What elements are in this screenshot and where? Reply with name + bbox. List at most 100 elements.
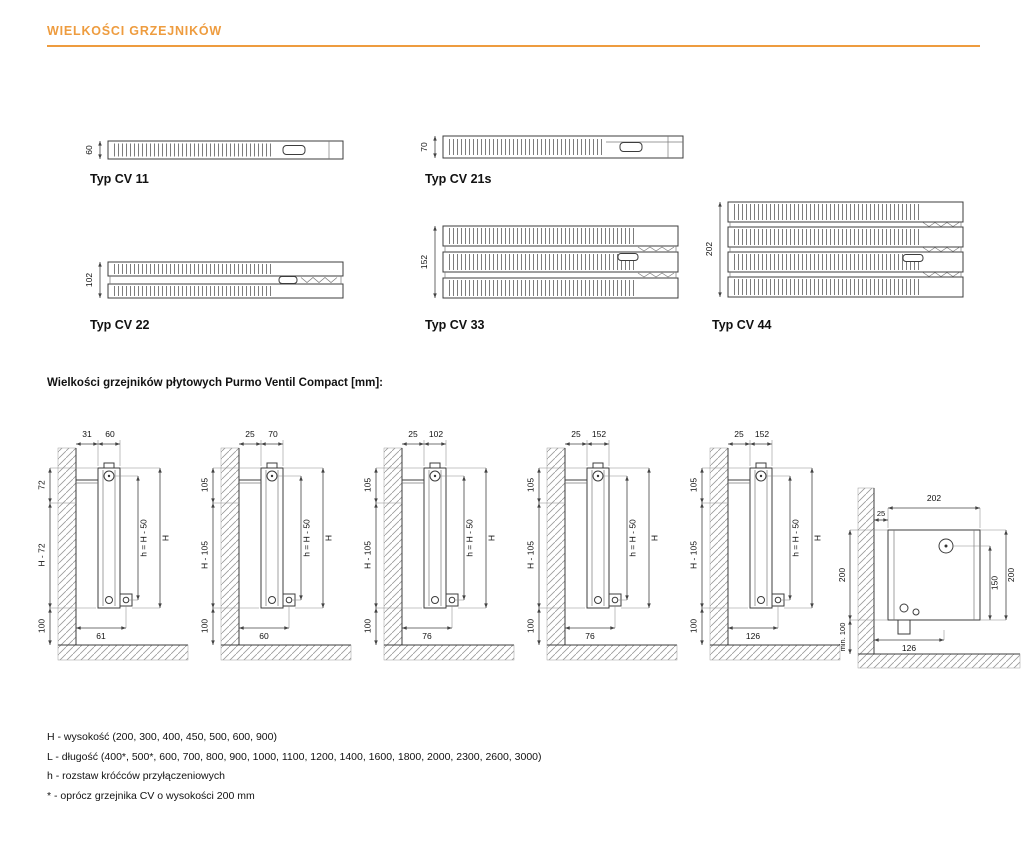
wall-gap-dim: 25 (245, 429, 255, 439)
top-dimensions: 25 152 (728, 429, 773, 466)
top-dimensions: 31 60 (76, 429, 121, 466)
mounting-profile-diagram: 25 70 105 H - 105 100 h = H - 50 H (200, 429, 352, 661)
connection-icon (611, 596, 619, 604)
wall-gap-dim: 31 (82, 429, 92, 439)
wall-hatch (709, 447, 729, 646)
mounting-profile-diagram: 25 152 105 H - 105 100 h = H - 50 H (526, 429, 678, 661)
radiator-body (76, 462, 133, 609)
pipe-axis-dim: h = H - 50 (628, 519, 638, 557)
height-minus-dim: H - 105 (689, 541, 699, 569)
conn-width-dim: 60 (259, 631, 269, 641)
type-label-cv33: Typ CV 33 (425, 318, 485, 332)
cv44-radiator-topview (727, 201, 964, 298)
floor-hatch (383, 644, 515, 661)
right-dimensions: h = H - 50 H (440, 467, 497, 609)
wall-gap-dim: 25 (734, 429, 744, 439)
floor-hatch (857, 653, 1021, 669)
top-offset-dim: 105 (200, 478, 210, 492)
title-rule (47, 45, 980, 47)
height-dim: H (161, 535, 171, 541)
pipe-axis-dim: h = H - 50 (139, 519, 149, 557)
height-dim: H (813, 535, 823, 541)
wall-hatch (383, 447, 403, 646)
conn-width-dim: 76 (585, 631, 595, 641)
right-dimensions: h = H - 50 H (603, 467, 660, 609)
top-offset-dim: 105 (526, 478, 536, 492)
floor-hatch (57, 644, 189, 661)
top-dimensions: 25 70 (239, 429, 284, 466)
height-minus-dim: H - 105 (526, 541, 536, 569)
vent-icon (103, 462, 115, 469)
connection-icon (774, 596, 782, 604)
mounting-clip (619, 142, 643, 152)
floor-clearance-dim: 100 (689, 619, 699, 633)
height-right-dim: 200 (1006, 568, 1016, 582)
radiator-body (728, 462, 785, 609)
cv11-radiator-topview (107, 140, 344, 160)
radiator-body (402, 462, 459, 609)
cv22-cross-section: 102 (84, 261, 344, 299)
cv11-depth-dim: 60 (84, 145, 94, 155)
mounting-clip (902, 254, 924, 262)
cv22-radiator-topview (107, 261, 344, 299)
mounting-clip (617, 253, 639, 261)
height-minus-dim: H - 105 (200, 541, 210, 569)
corner-dimensions: 202 25 200 min. 100 150 200 126 (837, 493, 1016, 654)
wall-hatch (57, 447, 77, 646)
mounting-profile-diagram: 25 102 105 H - 105 100 h = H - 50 H (363, 429, 515, 661)
left-dimensions: 105 H - 105 100 (689, 467, 750, 645)
conn-width-dim: 61 (96, 631, 106, 641)
cv21s-depth-dim: 70 (419, 142, 429, 152)
floor-clearance-dim: 100 (363, 619, 373, 633)
height-minus-dim: H - 72 (37, 543, 47, 566)
right-dimensions: h = H - 50 H (277, 467, 334, 609)
bottom-dimension: 76 (565, 606, 616, 641)
top-offset-dim: 105 (363, 478, 373, 492)
vent-icon (429, 462, 441, 469)
type-label-cv11: Typ CV 11 (90, 172, 149, 186)
legend-footnote: * - oprócz grzejnika CV o wysokości 200 … (47, 789, 255, 802)
radiator-body (239, 462, 296, 609)
wall-hatch (857, 487, 875, 655)
floor-clearance-dim: 100 (200, 619, 210, 633)
height-minus-dim: H - 105 (363, 541, 373, 569)
top-dimensions: 25 102 (402, 429, 447, 466)
legend-length: L - długość (400*, 500*, 600, 700, 800, … (47, 750, 542, 763)
radiator-side-body (887, 529, 981, 635)
depth-dim: 202 (927, 493, 941, 503)
bottom-dimension: 76 (402, 606, 453, 641)
connection-icon (122, 596, 130, 604)
cv44-depth-dim: 202 (704, 242, 714, 256)
floor-min-dim: min. 100 (838, 623, 847, 652)
depth-dim: 152 (592, 429, 606, 439)
cv11-cross-section: 60 (84, 140, 344, 160)
conn-width-dim: 126 (902, 643, 916, 653)
floor-clearance-dim: 100 (37, 619, 47, 633)
right-dimensions: h = H - 50 H (114, 467, 171, 609)
wall-hatch (546, 447, 566, 646)
cv33-radiator-topview (442, 225, 679, 299)
floor-hatch (220, 644, 352, 661)
pipe-axis-dim: h = H - 50 (465, 519, 475, 557)
cv21s-cross-section: 70 (419, 135, 684, 159)
pipe-offset-dim: 150 (990, 576, 1000, 590)
height-dim: H (324, 535, 334, 541)
vent-icon (266, 462, 278, 469)
cv33-depth-dim: 152 (419, 255, 429, 269)
depth-dim: 152 (755, 429, 769, 439)
left-dimensions: 105 H - 105 100 (200, 467, 261, 645)
wall-gap-dim: 25 (571, 429, 581, 439)
type-label-cv44: Typ CV 44 (712, 318, 772, 332)
type-label-cv22: Typ CV 22 (90, 318, 150, 332)
conn-width-dim: 126 (746, 631, 760, 641)
height-dim: H (650, 535, 660, 541)
pipe-axis-dim: h = H - 50 (302, 519, 312, 557)
wall-gap-dim: 25 (877, 509, 885, 518)
mounting-profile-diagram: 31 60 72 H - 72 100 h = H - 50 H (37, 429, 189, 661)
cv44-cross-section: 202 (704, 201, 964, 298)
height-left-dim: 200 (837, 568, 847, 582)
bottom-dimension: 126 (728, 606, 779, 641)
section-title: Wielkości grzejników płytowych Purmo Ven… (47, 377, 384, 389)
wall-gap-dim: 25 (408, 429, 418, 439)
